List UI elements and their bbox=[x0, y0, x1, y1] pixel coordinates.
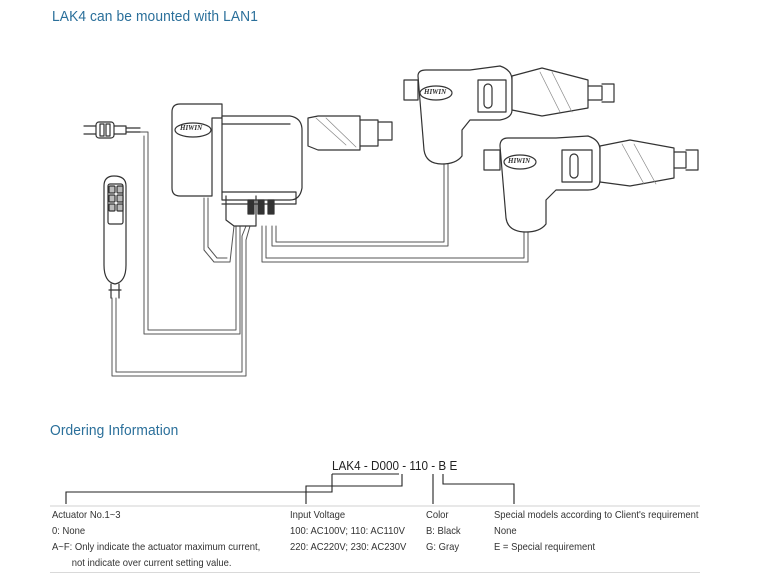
power-plug-icon bbox=[83, 121, 141, 139]
brand-label: HIWIN bbox=[508, 157, 531, 165]
column-title: Special models according to Client's req… bbox=[494, 509, 699, 521]
mounting-heading: LAK4 can be mounted with LAN1 bbox=[52, 8, 258, 25]
control-box-actuator bbox=[171, 103, 393, 227]
brand-label: HIWIN bbox=[424, 88, 447, 96]
column-title: Actuator No.1~3 bbox=[52, 509, 121, 521]
column-line: A~F: Only indicate the actuator maximum … bbox=[52, 541, 261, 553]
code-brackets bbox=[50, 473, 700, 507]
column-title: Input Voltage bbox=[290, 509, 346, 521]
column-line: 220: AC220V; 230: AC230V bbox=[290, 541, 407, 553]
column-line: not indicate over current setting value. bbox=[71, 557, 232, 569]
divider bbox=[50, 572, 700, 573]
special-column: Special models according to Client's req… bbox=[494, 507, 699, 555]
brand-label: HIWIN bbox=[180, 124, 203, 132]
ordering-heading: Ordering Information bbox=[50, 422, 179, 439]
color-column: Color B: Black G: Gray bbox=[426, 507, 461, 555]
linear-actuator-1 bbox=[403, 65, 615, 165]
column-line: 0: None bbox=[52, 525, 86, 537]
mounting-diagram bbox=[83, 65, 699, 377]
column-line: E = Special requirement bbox=[494, 541, 596, 553]
hand-control-icon bbox=[103, 175, 127, 299]
column-line: B: Black bbox=[426, 525, 461, 537]
column-title: Color bbox=[426, 509, 449, 521]
linear-actuator-2 bbox=[483, 135, 699, 233]
cables bbox=[111, 131, 529, 377]
model-code: LAK4 - D000 - 110 - B E bbox=[332, 458, 458, 473]
column-line: G: Gray bbox=[426, 541, 460, 553]
actuator-column: Actuator No.1~3 0: None A~F: Only indica… bbox=[52, 507, 260, 571]
voltage-column: Input Voltage 100: AC100V; 110: AC110V 2… bbox=[290, 507, 406, 555]
column-line: None bbox=[494, 525, 517, 537]
column-line: 100: AC100V; 110: AC110V bbox=[290, 525, 405, 537]
